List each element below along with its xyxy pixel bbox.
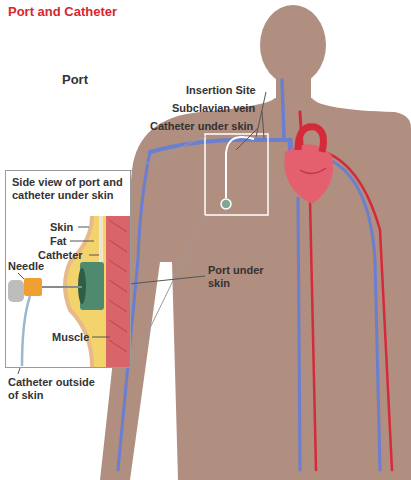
body-silhouette (100, 5, 411, 480)
blood-vessels (118, 80, 392, 470)
part-label: Insertion Site (186, 84, 256, 97)
part-label: Catheter under skin (150, 120, 253, 133)
part-label: Needle (8, 260, 44, 273)
part-label: Port under skin (208, 264, 270, 290)
zoom-line (131, 215, 205, 367)
part-label: Fat (50, 235, 67, 248)
port-symbol (221, 199, 231, 209)
page-title: Port and Catheter (8, 4, 117, 20)
part-label: Muscle (52, 331, 89, 344)
zoom-line (131, 136, 205, 171)
part-label: Catheter outside of skin (8, 376, 108, 402)
part-label: Port (62, 72, 88, 88)
inset-leaders (18, 227, 110, 374)
inset-heading: Side view of port and catheter under ski… (6, 171, 130, 202)
detail-frame (205, 134, 268, 215)
side-view (8, 216, 130, 367)
part-label: Subclavian vein (172, 102, 255, 115)
inset-ground (5, 170, 131, 368)
leader-lines (110, 92, 266, 286)
heart (284, 127, 333, 204)
part-label: Catheter (38, 249, 83, 262)
part-label: Skin (50, 221, 73, 234)
